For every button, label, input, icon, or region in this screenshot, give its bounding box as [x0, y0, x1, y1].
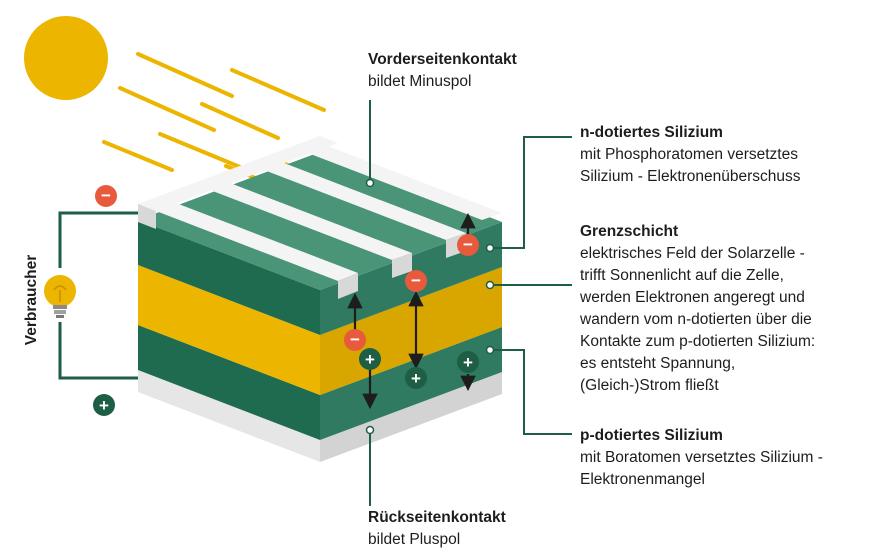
- minus-sign-label: −: [463, 235, 473, 254]
- junction-layer-front: [138, 265, 320, 395]
- p-type-title: p-dotiertes Silizium: [580, 427, 723, 444]
- front-contact-finger-2: [210, 183, 412, 260]
- n-type-callout: n-dotiertes Silizium mit Phosphoratomen …: [580, 122, 801, 188]
- front-contact-title: Vorderseitenkontakt: [368, 51, 517, 68]
- plus-badge-icon: +: [93, 394, 115, 416]
- front-contact-callout: Vorderseitenkontakt bildet Minuspol: [368, 49, 517, 93]
- charge-arrows: [347, 212, 476, 410]
- n-type-title: n-dotiertes Silizium: [580, 124, 723, 141]
- leader-dots: [365, 178, 495, 435]
- front-contact-finger-1: [156, 203, 358, 281]
- circuit-wire: [58, 211, 138, 380]
- back-contact-side: [320, 372, 502, 462]
- plus-sign-label: +: [463, 353, 473, 372]
- front-contact-finger-2-face: [392, 253, 412, 278]
- junction-line: (Gleich-)Strom fließt: [580, 377, 719, 394]
- minus-badge-icon: −: [457, 234, 479, 256]
- back-contact-title: Rückseitenkontakt: [368, 509, 506, 526]
- p-layer-front: [138, 325, 320, 440]
- leader-lines: [369, 100, 572, 506]
- charge-badges: − + − − − + + +: [93, 185, 479, 416]
- n-type-line: Silizium - Elektronenüberschuss: [580, 168, 801, 185]
- p-type-line: mit Boratomen versetztes Silizium -: [580, 449, 823, 466]
- junction-line: es entsteht Spannung,: [580, 355, 736, 372]
- n-layer-front: [138, 220, 320, 335]
- plus-badge-icon: +: [457, 351, 479, 373]
- plus-sign-label: +: [411, 369, 421, 388]
- junction-line: elektrisches Feld der Solarzelle -: [580, 245, 805, 262]
- junction-line: trifft Sonnenlicht auf die Zelle,: [580, 267, 784, 284]
- n-type-line: mit Phosphoratomen versetztes: [580, 146, 798, 163]
- p-type-callout: p-dotiertes Silizium mit Boratomen verse…: [580, 425, 823, 491]
- back-contact-front: [138, 370, 320, 462]
- sunlight-rays: [102, 52, 326, 186]
- minus-sign-label: −: [101, 186, 111, 205]
- front-contact-finger-4: [300, 143, 502, 220]
- minus-sign-label: −: [350, 330, 360, 349]
- plus-badge-icon: +: [405, 367, 427, 389]
- sun-icon: [24, 16, 108, 100]
- junction-title: Grenzschicht: [580, 223, 679, 240]
- front-contact-busbar-front: [138, 204, 156, 229]
- consumer-label: Verbraucher: [23, 254, 40, 346]
- junction-callout: Grenzschicht elektrisches Feld der Solar…: [580, 221, 815, 397]
- junction-line: wandern vom n-dotierten über die: [580, 311, 812, 328]
- minus-badge-icon: −: [95, 185, 117, 207]
- back-contact-callout: Rückseitenkontakt bildet Pluspol: [368, 507, 506, 551]
- minus-badge-icon: −: [344, 329, 366, 351]
- plus-badge-icon: +: [359, 348, 381, 370]
- front-contact-busbar-top: [138, 136, 338, 211]
- junction-line: werden Elektronen angeregt und: [580, 289, 805, 306]
- minus-sign-label: −: [411, 271, 421, 290]
- junction-line: Kontakte zum p-dotierten Silizium:: [580, 333, 816, 350]
- front-contact-line: bildet Minuspol: [368, 73, 472, 90]
- front-contact-finger-1-face: [338, 273, 358, 299]
- minus-badge-icon: −: [405, 270, 427, 292]
- back-contact-line: bildet Pluspol: [368, 531, 461, 548]
- light-bulb-icon: [44, 275, 76, 318]
- front-contact-grid: [138, 136, 502, 299]
- plus-sign-label: +: [365, 350, 375, 369]
- plus-sign-label: +: [99, 396, 109, 415]
- p-type-line: Elektronenmangel: [580, 471, 705, 488]
- front-contact-finger-3: [264, 163, 466, 240]
